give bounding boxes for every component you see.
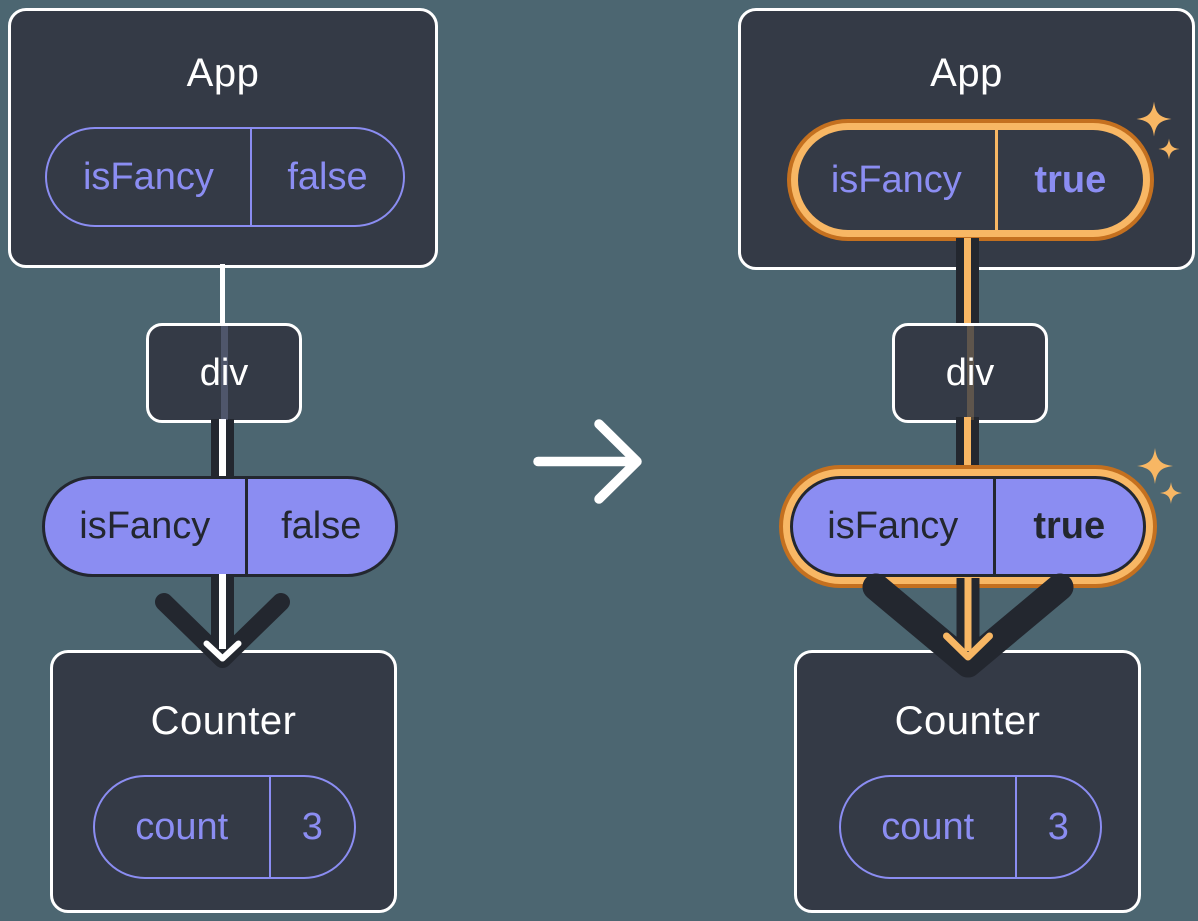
prop-pipe-core	[964, 238, 971, 330]
passed-prop-pill-after: isFancy true	[790, 476, 1146, 577]
prop-value: false	[244, 479, 396, 574]
right-arrow-icon	[533, 419, 642, 504]
component-title: App	[930, 51, 1003, 95]
sparkle-icon	[1136, 101, 1172, 137]
component-title: div	[945, 351, 995, 394]
component-title: App	[186, 51, 260, 95]
prop-pipe-after	[956, 238, 979, 330]
prop-pipe-after	[956, 417, 979, 479]
prop-pipe-core	[219, 419, 226, 479]
prop-name: isFancy	[830, 158, 962, 201]
app-div-connector-before	[220, 264, 225, 328]
prop-name: isFancy	[79, 505, 211, 547]
counter-state-pill-before: count 3	[93, 775, 356, 879]
component-title: div	[199, 351, 249, 394]
app-box-before: App isFancy false	[8, 8, 438, 268]
sparkles	[1137, 448, 1182, 504]
passed-prop-pill-before: isFancy false	[42, 476, 398, 577]
prop-pipe-core	[964, 417, 971, 479]
down-arrow-highlighted-icon	[862, 573, 1074, 678]
app-box-after: App isFancy true	[738, 8, 1195, 270]
prop-pipe-before	[211, 419, 234, 479]
prop-pipe-through-div	[220, 326, 228, 420]
down-arrow-icon	[155, 574, 290, 668]
sparkles	[1136, 101, 1180, 160]
app-prop-pill-after: isFancy true	[798, 130, 1143, 230]
div-box-after: div	[892, 323, 1048, 423]
prop-value: true	[992, 479, 1144, 574]
state-name: count	[135, 805, 229, 848]
state-value: 3	[1014, 777, 1100, 877]
counter-box-after: Counter count 3	[794, 650, 1141, 913]
sparkle-icon	[1158, 138, 1180, 160]
sparkle-icon	[1137, 448, 1173, 484]
div-box-before: div	[146, 323, 302, 423]
counter-state-pill-after: count 3	[839, 775, 1102, 879]
prop-name: isFancy	[827, 505, 959, 547]
prop-value: false	[249, 129, 403, 225]
app-prop-pill-before: isFancy false	[45, 127, 405, 227]
prop-pipe-through-div	[966, 326, 974, 420]
prop-value: true	[994, 130, 1143, 230]
component-title: Counter	[150, 699, 297, 743]
component-title: Counter	[894, 699, 1041, 743]
state-name: count	[881, 805, 975, 848]
prop-name: isFancy	[82, 155, 214, 198]
sparkle-icon	[1160, 482, 1182, 504]
state-value: 3	[268, 777, 354, 877]
